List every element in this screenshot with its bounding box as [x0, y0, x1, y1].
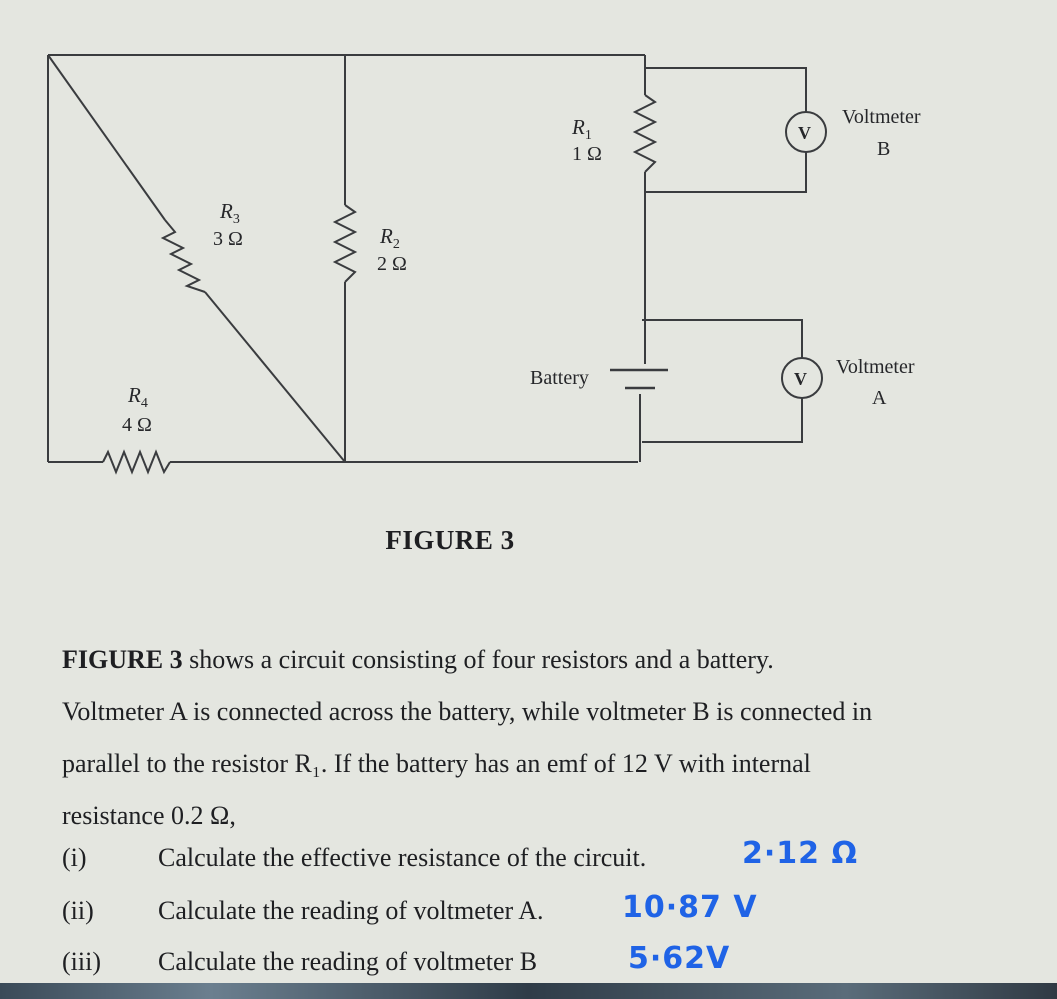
voltmeter-a-icon — [781, 357, 823, 399]
wire-voltmeter-b-lower — [645, 152, 807, 193]
wire-voltmeter-b — [645, 67, 807, 112]
problem-line-3: parallel to the resistor R₁. If the batt… — [62, 749, 811, 778]
voltmeter-b-letter: B — [877, 138, 890, 160]
resistor-r4 — [102, 449, 171, 475]
question-i: (i) Calculate the effective resistance of… — [62, 843, 646, 873]
wire-voltmeter-a — [642, 319, 803, 358]
battery-label: Battery — [530, 367, 589, 389]
question-text: Calculate the reading of voltmeter B — [158, 947, 538, 976]
resistor-r2 — [332, 204, 358, 283]
figure-ref: FIGURE 3 — [62, 645, 183, 674]
handwritten-answer-iii: 5·62V — [628, 941, 731, 976]
voltmeter-a-symbol: V — [794, 369, 807, 389]
problem-statement: FIGURE 3 shows a circuit consisting of f… — [62, 634, 1047, 842]
problem-line-2: Voltmeter A is connected across the batt… — [62, 697, 873, 726]
photo-bottom-edge — [0, 983, 1057, 999]
problem-line-1-text: shows a circuit consisting of four resis… — [182, 645, 774, 674]
r4-value: 4 Ω — [122, 414, 152, 436]
r2-value: 2 Ω — [377, 253, 407, 275]
question-number: (i) — [62, 843, 87, 872]
problem-line-4: resistance 0.2 Ω, — [62, 801, 236, 830]
r1-value: 1 Ω — [572, 143, 602, 165]
handwritten-answer-i: 2·12 Ω — [742, 836, 858, 871]
wire-voltmeter-a-lower — [642, 398, 803, 443]
voltmeter-b-label: Voltmeter — [842, 106, 921, 128]
resistor-r1 — [632, 94, 658, 173]
question-text: Calculate the effective resistance of th… — [158, 843, 647, 872]
r3-label: R3 — [219, 199, 240, 227]
r3-value: 3 Ω — [213, 228, 243, 250]
voltmeter-a-letter: A — [872, 387, 887, 409]
handwritten-answer-ii: 10·87 V — [622, 890, 758, 925]
question-number: (ii) — [62, 896, 94, 925]
voltmeter-a-label: Voltmeter — [836, 356, 915, 378]
r4-label: R4 — [127, 383, 148, 411]
wire-r3-upper — [47, 54, 166, 221]
voltmeter-b-icon — [785, 111, 827, 153]
problem-line-1: FIGURE 3 shows a circuit consisting of f… — [62, 634, 1047, 686]
question-iii: (iii) Calculate the reading of voltmeter … — [62, 947, 537, 977]
question-number: (iii) — [62, 947, 101, 976]
question-text: Calculate the reading of voltmeter A. — [158, 896, 544, 925]
voltmeter-b-symbol: V — [798, 123, 811, 143]
r2-label: R2 — [379, 224, 400, 252]
figure-caption: FIGURE 3 — [385, 525, 515, 555]
question-ii: (ii) Calculate the reading of voltmeter A… — [62, 896, 544, 926]
r1-label: R1 — [571, 115, 592, 143]
resistor-r3 — [160, 219, 206, 293]
circuit-diagram: R1 1 Ω R3 3 Ω R2 2 Ω R4 4 Ω Battery V V … — [47, 54, 921, 475]
wire-r3-lower — [204, 291, 346, 463]
